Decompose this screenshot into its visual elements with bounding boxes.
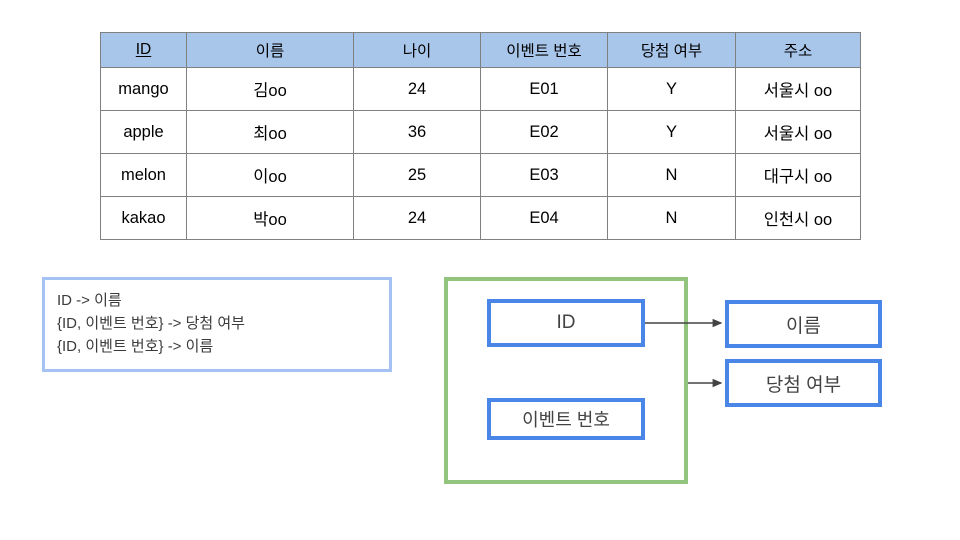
cell-name: 최oo [186,110,354,154]
cell-address: 대구시 oo [735,153,861,197]
functional-dependency-box: ID -> 이름 {ID, 이벤트 번호} -> 당첨 여부 {ID, 이벤트 … [42,277,392,372]
attribute-box-id: ID [487,299,645,347]
functional-dependency-line: ID -> 이름 [57,292,122,309]
attribute-box-event-number: 이벤트 번호 [487,398,645,440]
functional-dependency-line: {ID, 이벤트 번호} -> 이름 [57,338,214,355]
cell-id: mango [100,67,187,111]
cell-age: 24 [353,196,481,240]
column-header-id-label: ID [135,41,152,58]
cell-id: melon [100,153,187,197]
cell-event: E03 [480,153,608,197]
table-row: mango 김oo 24 E01 Y 서울시 oo [100,67,861,111]
column-header-name: 이름 [186,32,354,68]
cell-address: 서울시 oo [735,110,861,154]
cell-event: E04 [480,196,608,240]
cell-win: N [607,196,736,240]
column-header-address: 주소 [735,32,861,68]
determinant-group-box [444,277,688,484]
cell-name: 김oo [186,67,354,111]
column-header-age: 나이 [353,32,481,68]
functional-dependency-line: {ID, 이벤트 번호} -> 당첨 여부 [57,315,245,332]
attribute-box-win-status: 당첨 여부 [725,359,882,407]
cell-age: 36 [353,110,481,154]
sample-data-table: ID 이름 나이 이벤트 번호 당첨 여부 주소 mango 김oo 24 E0… [100,32,861,240]
cell-event: E02 [480,110,608,154]
cell-age: 24 [353,67,481,111]
column-header-id: ID [100,32,187,68]
table-row: kakao 박oo 24 E04 N 인천시 oo [100,196,861,240]
cell-name: 이oo [186,153,354,197]
cell-win: Y [607,67,736,111]
column-header-win-status: 당첨 여부 [607,32,736,68]
dependency-diagram: ID 이벤트 번호 이름 당첨 여부 [444,277,882,489]
table-row: apple 최oo 36 E02 Y 서울시 oo [100,110,861,154]
cell-event: E01 [480,67,608,111]
cell-age: 25 [353,153,481,197]
dependency-arrows [645,318,723,388]
cell-id: kakao [100,196,187,240]
cell-win: Y [607,110,736,154]
cell-id: apple [100,110,187,154]
cell-address: 인천시 oo [735,196,861,240]
cell-name: 박oo [186,196,354,240]
table-row: melon 이oo 25 E03 N 대구시 oo [100,153,861,197]
column-header-event-number: 이벤트 번호 [480,32,608,68]
cell-address: 서울시 oo [735,67,861,111]
cell-win: N [607,153,736,197]
table-header-row: ID 이름 나이 이벤트 번호 당첨 여부 주소 [100,32,861,68]
functional-dependency-list: ID -> 이름 {ID, 이벤트 번호} -> 당첨 여부 {ID, 이벤트 … [45,280,389,358]
attribute-box-name: 이름 [725,300,882,348]
